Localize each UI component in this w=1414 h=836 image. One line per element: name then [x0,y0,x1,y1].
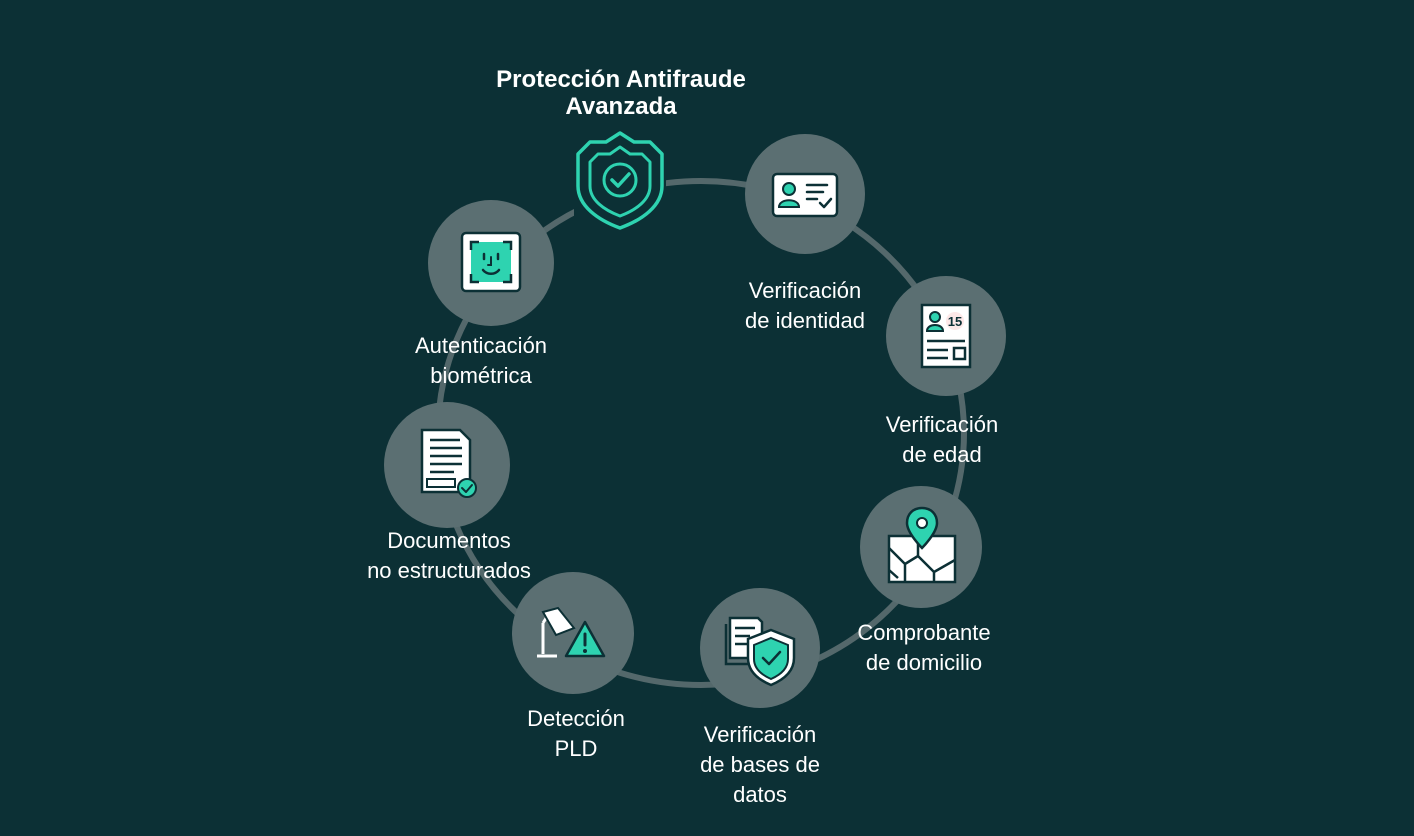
node-verificacion-identidad [745,134,865,254]
title-line-2: Avanzada [565,93,677,120]
node-documentos-no-estructurados [384,402,510,528]
label-deteccion-pld: Detección PLD [527,706,625,761]
node-verificacion-bases-datos [700,588,820,708]
age-document-icon: 15 [920,303,972,369]
label-documentos-no-estructurados: Documentos no estructurados [367,528,531,583]
node-deteccion-pld [512,572,634,694]
id-card-icon [771,172,839,218]
label-verificacion-identidad: Verificación de identidad [745,278,865,333]
face-scan-icon [460,231,522,293]
node-comprobante-domicilio [860,486,982,608]
node-verificacion-edad: 15 [886,276,1006,396]
label-verificacion-edad: Verificación de edad [885,412,999,467]
node-autenticacion-biometrica [428,200,554,326]
database-shield-icon [724,616,796,687]
label-comprobante-domicilio: Comprobante de domicilio [857,620,991,675]
shield-check-icon [574,130,666,230]
lamp-warning-icon [537,606,606,658]
label-verificacion-bases-datos: Verificación de bases de datos [700,722,820,807]
label-autenticacion-biometrica: Autenticación biométrica [414,333,548,388]
document-check-icon [420,428,477,498]
diagram-title: Protección Antifraude Avanzada [470,66,772,120]
title-line-1: Protección Antifraude [496,66,746,93]
map-pin-icon [887,506,957,584]
age-badge: 15 [948,314,962,329]
